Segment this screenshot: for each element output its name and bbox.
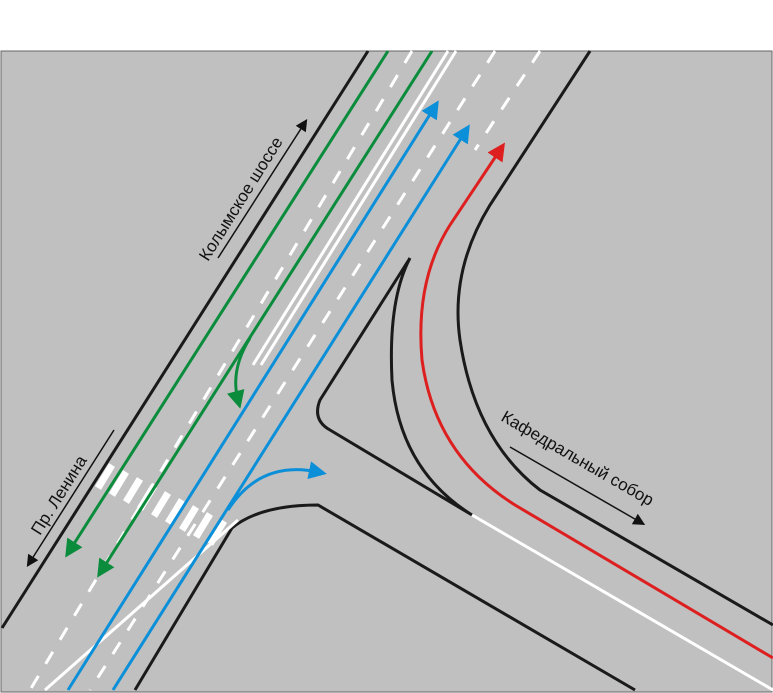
green-routes: [65, 50, 434, 578]
map-area: [0, 50, 773, 693]
avenue-direction-arrow: [26, 429, 115, 568]
blue-arrow-left: [66, 100, 439, 691]
green-arrow-right: [97, 50, 434, 578]
highway-direction-arrow: [217, 118, 308, 259]
red-route: [419, 142, 773, 660]
green-turn-arrow: [226, 337, 252, 409]
traffic-island: [316, 257, 473, 517]
green-arrow-left: [65, 50, 390, 558]
cathedral-direction-arrow: [509, 446, 646, 525]
blue-arrow-right: [111, 124, 470, 691]
blue-turn-arrow: [226, 461, 327, 511]
direction-arrows: [26, 118, 646, 568]
road-edges: [0, 50, 773, 692]
blue-routes: [66, 100, 470, 691]
